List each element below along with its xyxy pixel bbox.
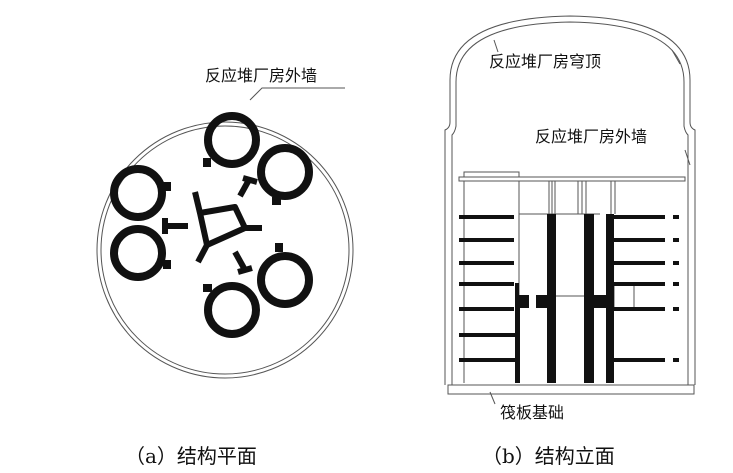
dome-leader [671,49,681,65]
plan-view [96,87,354,379]
floor-slabs [459,214,679,383]
elevation-caption: （b）结构立面 [482,444,615,468]
raft-foundation [447,384,695,395]
dome-inner-outline [451,21,689,385]
steam-generator-rings [110,112,313,338]
core-wall [606,214,614,383]
core-wall [547,214,556,383]
top-slab [458,176,686,182]
ring-lugs [163,158,283,292]
plan-wall-label: 反应堆厂房外墙 [205,66,318,85]
foundation-label: 筏板基础 [500,403,565,422]
core-wall [584,214,594,383]
foundation-leader [489,391,496,405]
outer-wall-circle [96,121,354,379]
ring [204,112,260,168]
elevation-wall-label: 反应堆厂房外墙 [535,127,648,146]
plan-leader-line [249,87,345,101]
dome-outline [444,15,696,385]
ring [204,282,260,338]
wall-leader [684,149,691,166]
central-triangle-core [162,175,262,275]
plan-caption: （a）结构平面 [125,444,257,468]
elevation-view [444,15,696,405]
inner-wall-circle [100,125,350,375]
ring [110,165,166,221]
ring [257,144,313,200]
ring [110,225,166,281]
ring [257,252,313,308]
dome-label: 反应堆厂房穹顶 [489,52,602,71]
